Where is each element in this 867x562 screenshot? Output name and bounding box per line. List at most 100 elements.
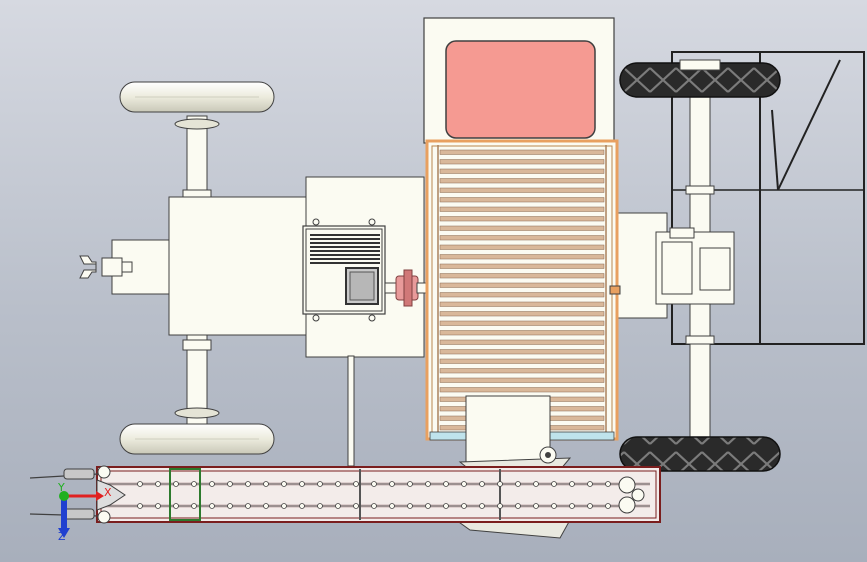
boom-roller	[407, 481, 413, 487]
bed-slat	[439, 339, 605, 345]
boom-roller	[155, 503, 161, 509]
bed-slat	[439, 216, 605, 222]
boom-roller	[569, 503, 575, 509]
bed-slat	[439, 263, 605, 269]
boom-roller	[479, 503, 485, 509]
bed-slat	[439, 225, 605, 231]
rear-wheel-bottom[interactable]	[619, 436, 781, 472]
axis-x-label: X	[104, 486, 112, 499]
boom-roller	[569, 481, 575, 487]
boom-roller	[515, 481, 521, 487]
boom-roller	[317, 503, 323, 509]
boom-roller	[605, 503, 611, 509]
bed-slat	[439, 197, 605, 203]
boom-roller	[263, 503, 269, 509]
boom-roller	[353, 481, 359, 487]
bed-slat	[439, 168, 605, 174]
hitch[interactable]	[79, 239, 170, 295]
bed-slat	[439, 149, 605, 155]
boom-roller	[371, 481, 377, 487]
boom-roller	[137, 481, 143, 487]
boom-roller	[335, 503, 341, 509]
coupling[interactable]	[384, 269, 428, 307]
bed-slat	[439, 282, 605, 288]
bed-slat	[439, 273, 605, 279]
front-axle	[174, 115, 220, 425]
boom-roller	[299, 503, 305, 509]
bed-slat	[439, 330, 605, 336]
boom-roller	[587, 481, 593, 487]
motor-box[interactable]	[302, 218, 386, 322]
boom-roller	[551, 481, 557, 487]
front-wheel-bottom[interactable]	[119, 423, 275, 455]
boom-roller	[263, 481, 269, 487]
boom-roller	[479, 481, 485, 487]
conveyor-boom[interactable]	[96, 466, 661, 523]
boom-roller	[497, 503, 503, 509]
boom-roller	[605, 481, 611, 487]
bed-slat	[439, 254, 605, 260]
axis-y-label: Y	[57, 481, 65, 494]
motor-vent	[310, 234, 380, 264]
bed-slat	[439, 320, 605, 326]
bed-slat	[439, 301, 605, 307]
axis-triad[interactable]: X Y Z	[57, 481, 112, 543]
boom-roller	[227, 481, 233, 487]
boom-roller	[191, 503, 197, 509]
boom-roller	[407, 503, 413, 509]
bed-slat	[439, 292, 605, 298]
rear-axle	[609, 94, 735, 441]
boom-rollers	[137, 481, 611, 509]
boom-roller	[245, 481, 251, 487]
boom-roller	[425, 481, 431, 487]
boom-roller	[227, 503, 233, 509]
boom-roller	[371, 503, 377, 509]
bed-slat	[439, 206, 605, 212]
boom-roller	[461, 503, 467, 509]
chassis[interactable]	[168, 176, 668, 467]
bed-slat	[439, 311, 605, 317]
axis-z-label: Z	[58, 530, 66, 543]
bed-slat	[439, 244, 605, 250]
front-wheel-top[interactable]	[119, 81, 275, 113]
boom-roller	[443, 503, 449, 509]
boom-roller	[389, 503, 395, 509]
boom-roller	[281, 481, 287, 487]
boom-roller	[137, 503, 143, 509]
hopper[interactable]	[423, 17, 615, 144]
boom-roller	[389, 481, 395, 487]
boom-roller	[299, 481, 305, 487]
boom-roller	[335, 481, 341, 487]
rear-wheel-top[interactable]	[619, 59, 781, 98]
bed-slat	[439, 159, 605, 165]
sorting-bed[interactable]	[425, 139, 619, 441]
boom-roller	[587, 503, 593, 509]
boom-roller	[533, 481, 539, 487]
boom-roller	[191, 481, 197, 487]
boom-roller	[425, 503, 431, 509]
boom-roller	[173, 503, 179, 509]
bed-slat	[439, 387, 605, 393]
boom-roller	[173, 481, 179, 487]
boom-roller	[155, 481, 161, 487]
boom-roller	[443, 481, 449, 487]
boom-roller	[497, 481, 503, 487]
boom-roller	[533, 503, 539, 509]
bed-slat	[439, 235, 605, 241]
bed-slat	[439, 377, 605, 383]
boom-roller	[461, 481, 467, 487]
bed-slat	[439, 187, 605, 193]
bed-slat	[439, 349, 605, 355]
boom-roller	[515, 503, 521, 509]
boom-roller	[353, 503, 359, 509]
boom-roller	[281, 503, 287, 509]
bed-slat	[439, 178, 605, 184]
bed-slat	[439, 358, 605, 364]
boom-roller	[551, 503, 557, 509]
boom-roller	[209, 503, 215, 509]
boom-roller	[245, 503, 251, 509]
bed-slat	[439, 368, 605, 374]
boom-roller	[209, 481, 215, 487]
